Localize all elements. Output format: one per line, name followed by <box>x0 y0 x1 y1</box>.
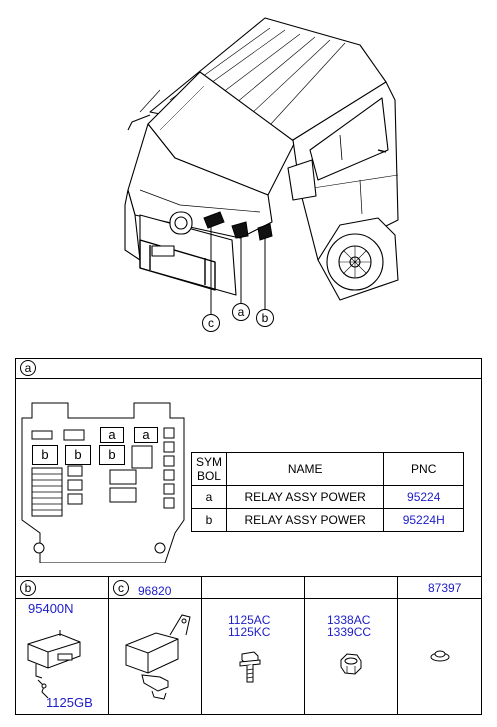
relay-b-slot-2: b <box>65 445 91 465</box>
van-illustration <box>124 17 399 314</box>
parts-row-divider <box>15 598 482 599</box>
relay-a-slot-2: a <box>134 427 158 443</box>
cell-c-label: c <box>113 580 129 596</box>
part-1338AC[interactable]: 1338AC <box>327 613 371 627</box>
sensor-bracket-drawing <box>125 614 191 700</box>
relay-b-block <box>257 223 273 241</box>
parts-row-frame <box>15 576 482 715</box>
relay-b-slot-1: b <box>32 445 58 465</box>
col-sep-2 <box>201 576 202 715</box>
relay-c-block <box>203 211 225 229</box>
bolt-drawing <box>239 651 261 683</box>
callout-a: a <box>232 303 250 321</box>
section-a-label: a <box>20 360 36 376</box>
col-sep-3 <box>304 576 305 715</box>
row-pnc[interactable]: 95224 <box>383 485 464 509</box>
callout-b: b <box>256 309 274 327</box>
row-symbol: b <box>191 508 227 532</box>
nut-drawing <box>340 653 362 675</box>
row-name: RELAY ASSY POWER <box>225 485 385 509</box>
row-name: RELAY ASSY POWER <box>225 508 385 532</box>
parts-table: SYM BOL NAME PNC a RELAY ASSY POWER 9522… <box>191 452 464 532</box>
part-87397[interactable]: 87397 <box>428 581 462 595</box>
row-symbol: a <box>191 485 227 509</box>
header-pnc: PNC <box>383 452 464 486</box>
grommet-drawing <box>430 650 450 662</box>
relay-a-slot-1: a <box>100 427 124 443</box>
table-header-row: SYM BOL NAME PNC <box>191 452 464 486</box>
relay-b-slot-3: b <box>99 445 125 465</box>
row-pnc[interactable]: 95224H <box>383 508 464 532</box>
part-1339CC[interactable]: 1339CC <box>327 625 372 639</box>
part-96820[interactable]: 96820 <box>138 584 172 598</box>
callout-c: c <box>202 314 220 332</box>
relay-box-diagram <box>21 402 185 563</box>
cell-b-label: b <box>20 580 36 596</box>
part-1125KC[interactable]: 1125KC <box>228 625 271 639</box>
table-row: b RELAY ASSY POWER 95224H <box>191 508 464 532</box>
table-row: a RELAY ASSY POWER 95224 <box>191 485 464 509</box>
section-a-divider <box>15 378 482 379</box>
control-module-drawing <box>27 630 81 699</box>
col-sep-4 <box>397 576 398 715</box>
part-1125GB[interactable]: 1125GB <box>46 695 93 710</box>
header-symbol: SYM BOL <box>191 452 227 486</box>
part-1125AC[interactable]: 1125AC <box>228 613 271 627</box>
part-95400N[interactable]: 95400N <box>28 601 74 616</box>
col-sep-1 <box>108 576 109 715</box>
header-name: NAME <box>225 452 385 486</box>
relay-a-block <box>231 221 249 239</box>
